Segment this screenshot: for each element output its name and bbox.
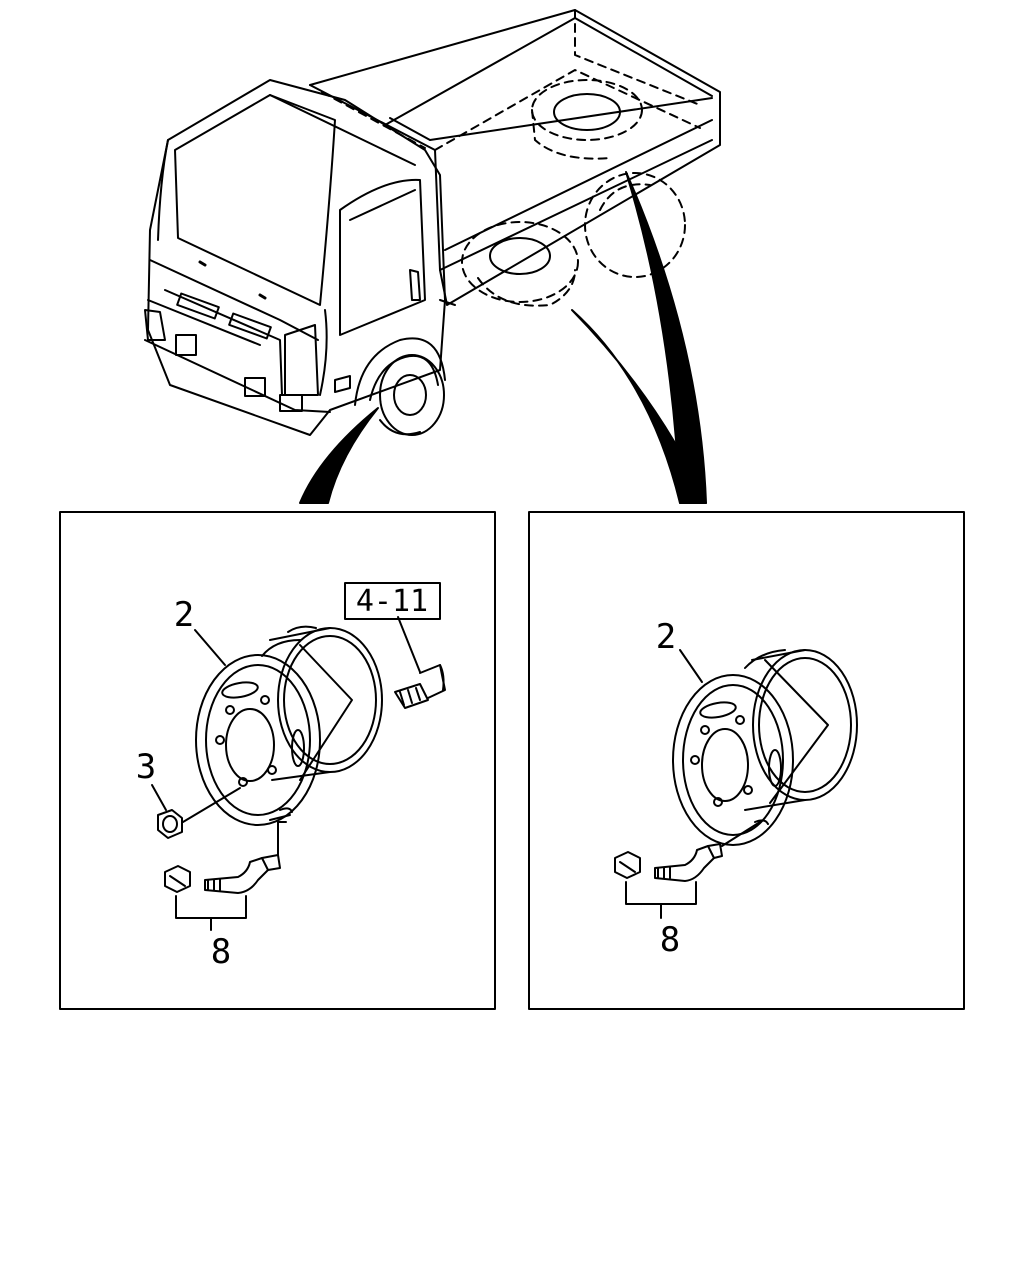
pointer-wedge-left bbox=[299, 407, 379, 504]
spare-tire bbox=[531, 79, 643, 160]
callout-valve-left: 8 bbox=[211, 932, 231, 972]
left-wheel-assembly bbox=[151, 616, 446, 931]
reference-label: 4-11 bbox=[356, 584, 428, 619]
cab bbox=[144, 79, 456, 436]
right-panel-frame bbox=[528, 511, 965, 1010]
valve-cap-left bbox=[164, 865, 191, 893]
callout-nut-left: 3 bbox=[136, 747, 156, 787]
callout-valve-right: 8 bbox=[660, 920, 680, 960]
front-wheel bbox=[354, 337, 446, 436]
rear-tire bbox=[461, 172, 686, 307]
wheel-nut bbox=[157, 809, 183, 839]
callout-wheel-right: 2 bbox=[656, 617, 676, 657]
truck-illustration bbox=[144, 9, 721, 504]
pointer-wedge-right-b bbox=[625, 171, 707, 504]
callout-wheel-left: 2 bbox=[174, 595, 194, 635]
reference-box bbox=[344, 582, 441, 620]
left-panel-frame bbox=[59, 511, 496, 1010]
right-wheel-disc bbox=[672, 674, 794, 846]
valve-cap-right bbox=[614, 851, 641, 879]
left-wheel-disc bbox=[195, 654, 321, 826]
right-wheel-assembly bbox=[614, 649, 858, 919]
